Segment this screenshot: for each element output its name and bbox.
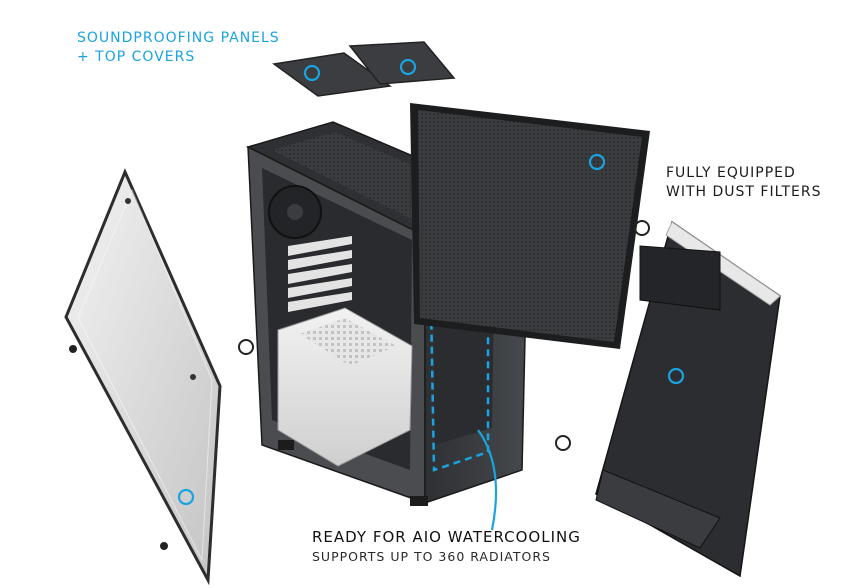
caption-soundproofing: SOUNDPROOFING PANELS + TOP COVERS [77, 29, 280, 67]
hotspot-marker-icon [177, 488, 195, 506]
caption-dust-filters-line1: FULLY EQUIPPED [666, 165, 796, 181]
caption-soundproofing-line1: SOUNDPROOFING PANELS [77, 30, 280, 46]
caption-watercooling-line1: READY FOR AIO WATERCOOLING [312, 528, 581, 546]
caption-soundproofing-line2: + TOP COVERS [77, 49, 196, 65]
hotspot-marker-icon [399, 58, 417, 76]
callout-line [477, 429, 498, 531]
hotspot-marker-icon [588, 153, 606, 171]
hotspot-marker-icon [667, 367, 685, 385]
front-panel [595, 220, 781, 578]
top-cover-panel-left [272, 52, 392, 97]
screw-ring-icon [238, 339, 254, 355]
top-cover-panel-right [348, 41, 456, 85]
screw-ring-icon [555, 435, 571, 451]
thumbscrew-icon [69, 345, 77, 353]
thumbscrew-icon [160, 542, 168, 550]
screw-ring-icon [634, 220, 650, 236]
expansion-slots [288, 236, 352, 312]
caption-watercooling: READY FOR AIO WATERCOOLING SUPPORTS UP T… [312, 528, 581, 566]
tempered-glass-side-panel [64, 168, 222, 586]
thumbscrew-icon [190, 374, 196, 380]
thumbscrew-icon [125, 198, 131, 204]
dust-filter-panel [410, 103, 650, 349]
caption-watercooling-line2: SUPPORTS UP TO 360 RADIATORS [312, 549, 551, 564]
caption-dust-filters: FULLY EQUIPPED WITH DUST FILTERS [666, 164, 821, 202]
hotspot-marker-icon [303, 64, 321, 82]
caption-dust-filters-line2: WITH DUST FILTERS [666, 184, 822, 200]
